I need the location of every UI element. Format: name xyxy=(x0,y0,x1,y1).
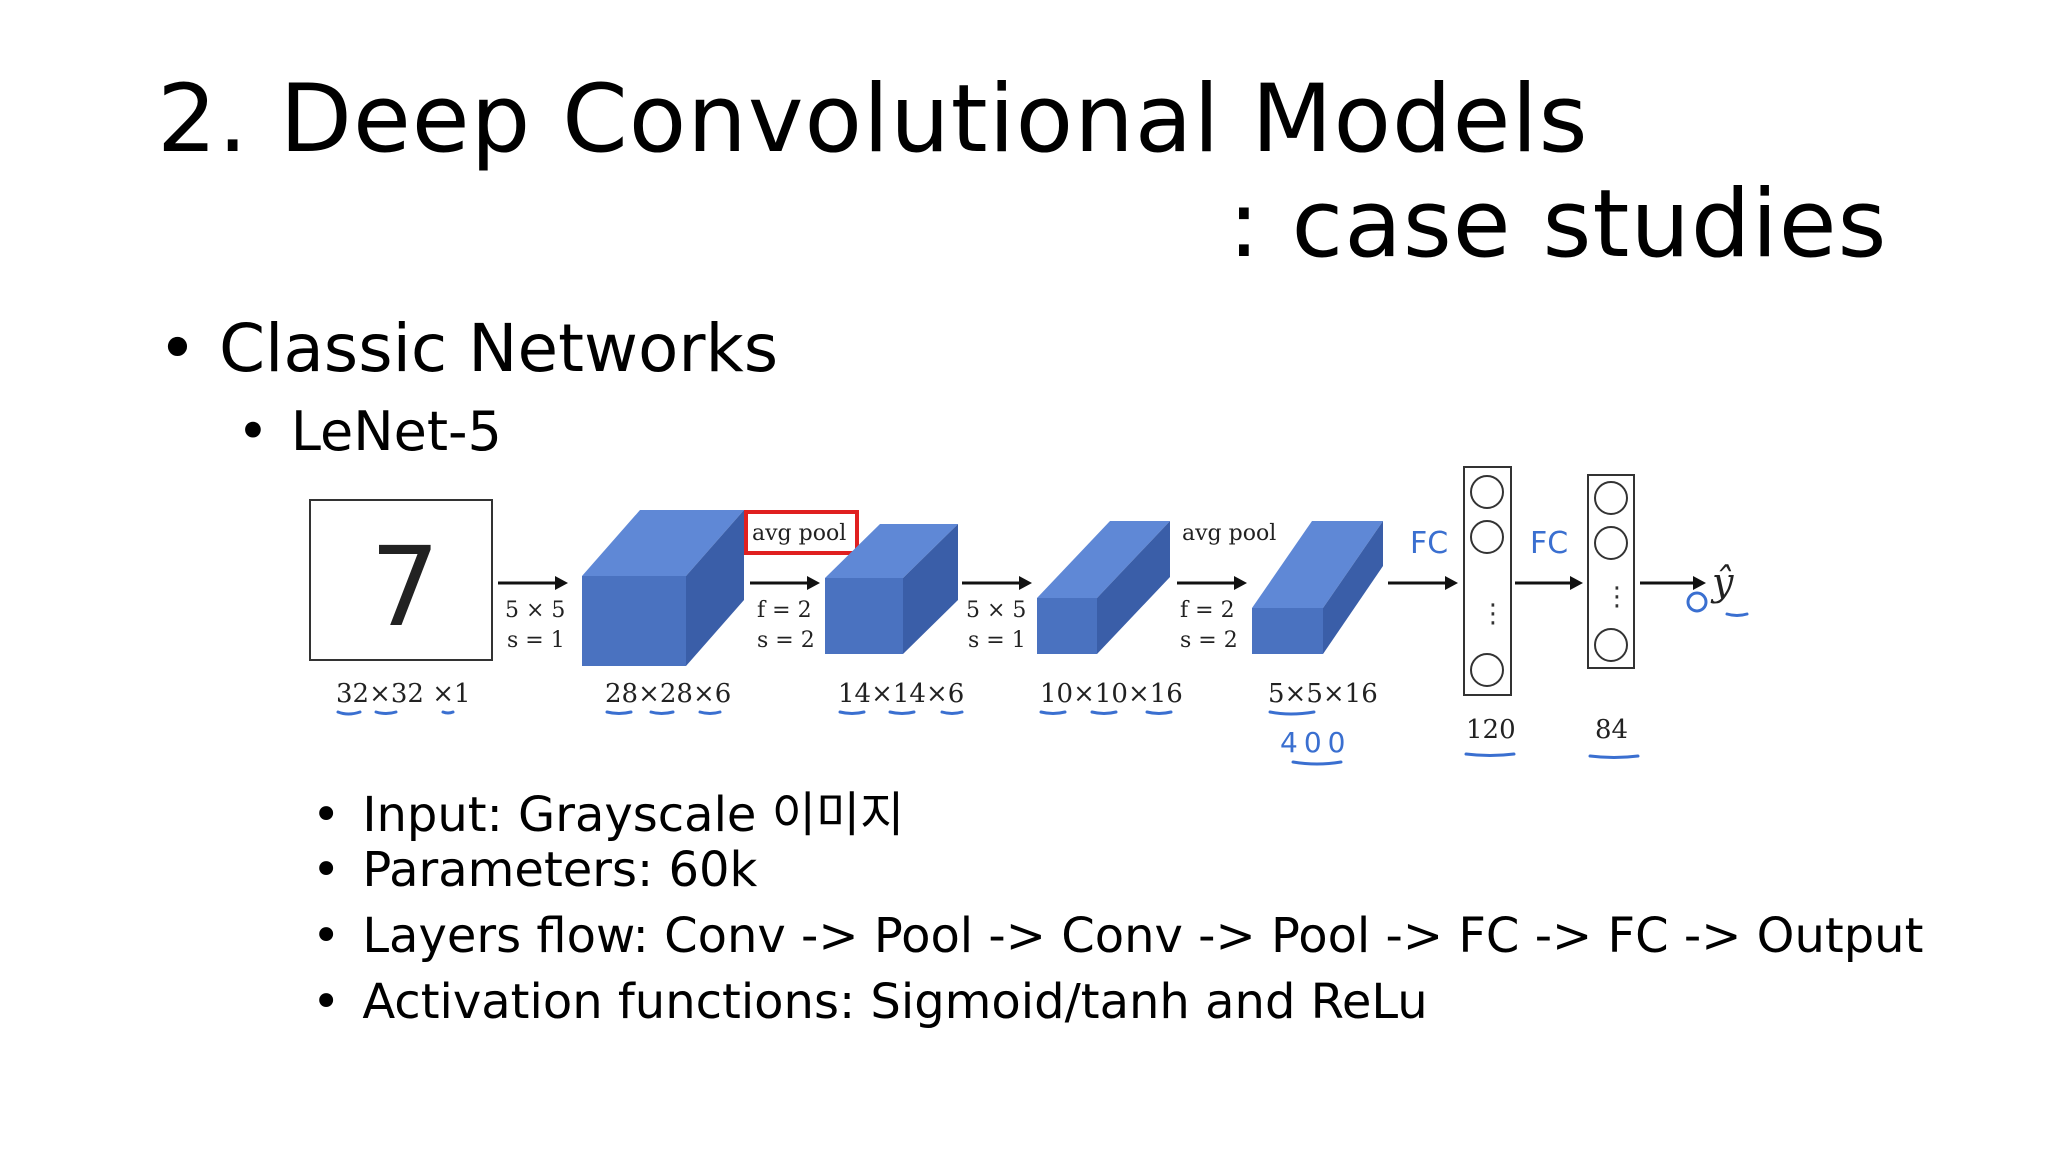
conv2-dim-label: 10×10×16 xyxy=(1040,679,1183,709)
arrow-head-icon xyxy=(1234,576,1247,590)
detail-layers-flow-text: Layers flow: Conv -> Pool -> Conv -> Poo… xyxy=(362,908,1924,964)
conv1-stride-label: s = 1 xyxy=(507,628,565,653)
conv2-volume-top xyxy=(1037,521,1170,598)
input-image-frame xyxy=(309,499,493,661)
fc2-size-label: 84 xyxy=(1595,715,1628,745)
fc1-neuron xyxy=(1470,653,1504,687)
arrow-head-icon xyxy=(1445,576,1458,590)
bullet-dot-icon: • xyxy=(158,310,197,387)
pool1-label: avg pool xyxy=(752,521,846,546)
output-yhat: ŷ xyxy=(1710,560,1734,604)
conv2-stride-label: s = 1 xyxy=(968,628,1026,653)
fc1-vdots-icon: ⋮ xyxy=(1480,599,1506,629)
pool1-volume-front xyxy=(825,578,903,654)
fc1-size-label: 120 xyxy=(1466,715,1516,745)
conv1-volume-top xyxy=(582,510,744,576)
avg-pool-highlight-box xyxy=(744,510,859,555)
bullet-dot-icon: • xyxy=(237,400,269,463)
pool2-volume-top xyxy=(1252,521,1383,608)
underline-mark xyxy=(649,710,675,715)
bullet-dot-icon: • xyxy=(312,787,341,843)
fc2-vdots-icon: ⋮ xyxy=(1604,582,1630,612)
pool2-volume-side xyxy=(1323,521,1383,654)
bullet-dot-icon: • xyxy=(312,842,341,898)
detail-layers-flow: • Layers flow: Conv -> Pool -> Conv -> Po… xyxy=(312,908,1923,964)
bullet-classic-networks-text: Classic Networks xyxy=(218,310,779,387)
underline-mark xyxy=(1268,710,1316,716)
pool2-label: avg pool xyxy=(1182,521,1276,546)
fc2-neuron xyxy=(1594,628,1628,662)
conv2-volume-side xyxy=(1097,521,1170,654)
detail-activation: • Activation functions: Sigmoid/tanh and … xyxy=(312,974,1428,1030)
bullet-classic-networks: • Classic Networks xyxy=(158,310,778,387)
conv2-volume-front xyxy=(1037,598,1097,654)
bullet-dot-icon: • xyxy=(312,908,341,964)
detail-parameters-text: Parameters: 60k xyxy=(362,842,758,898)
pool2-stride-label: s = 2 xyxy=(1180,628,1238,653)
fc1-neuron xyxy=(1470,475,1504,509)
bullet-lenet5: • LeNet-5 xyxy=(237,400,502,463)
conv1-volume-front xyxy=(582,576,686,666)
underline-mark xyxy=(940,710,964,715)
underline-mark xyxy=(1464,752,1516,757)
pool1-volume-top xyxy=(825,524,958,578)
bullet-lenet5-text: LeNet-5 xyxy=(290,400,502,463)
fc1-neuron xyxy=(1470,520,1504,554)
fc2-neuron xyxy=(1594,481,1628,515)
pool1-stride-label: s = 2 xyxy=(757,628,815,653)
underline-mark xyxy=(1145,710,1173,715)
pool2-volume-front xyxy=(1252,608,1323,654)
underline-mark xyxy=(1291,760,1343,766)
pool2-filter-label: f = 2 xyxy=(1180,598,1235,623)
underline-mark xyxy=(838,710,866,715)
conv1-volume-side xyxy=(686,510,744,666)
softmax-handwritten-mark xyxy=(1686,591,1708,613)
pool1-dim-label: 14×14×6 xyxy=(838,679,964,709)
input-dim-label: 32×32 ×1 xyxy=(336,679,471,709)
pool2-dim-label: 5×5×16 xyxy=(1268,679,1378,709)
arrow-head-icon xyxy=(555,576,568,590)
underline-mark xyxy=(605,710,633,715)
flatten-size-note: 400 xyxy=(1280,726,1351,759)
underline-mark xyxy=(1725,612,1749,617)
fc2-neuron xyxy=(1594,526,1628,560)
detail-input-text: Input: Grayscale 이미지 xyxy=(362,787,905,843)
input-digit: 7 xyxy=(370,523,440,651)
underline-mark xyxy=(1588,754,1640,759)
underline-mark xyxy=(336,710,362,716)
conv1-dim-label: 28×28×6 xyxy=(605,679,731,709)
pool1-volume-side xyxy=(903,524,958,654)
underline-mark xyxy=(888,710,916,715)
underline-mark xyxy=(374,710,398,715)
arrow-head-icon xyxy=(807,576,820,590)
underline-mark xyxy=(1039,710,1067,715)
arrow-head-icon xyxy=(1019,576,1032,590)
slide-title-line1: 2. Deep Convolutional Models xyxy=(157,65,1589,174)
underline-mark xyxy=(1090,710,1118,715)
slide-title-line2: : case studies xyxy=(1228,170,1888,279)
handwritten-underlines xyxy=(336,612,1749,766)
arrow-head-icon xyxy=(1570,576,1583,590)
detail-activation-text: Activation functions: Sigmoid/tanh and R… xyxy=(362,974,1428,1030)
detail-input: • Input: Grayscale 이미지 xyxy=(312,775,904,845)
bullet-dot-icon: • xyxy=(312,974,341,1030)
arrow-head-icon xyxy=(1693,576,1706,590)
pool1-filter-label: f = 2 xyxy=(757,598,812,623)
conv2-filter-label: 5 × 5 xyxy=(966,598,1026,623)
fc1-label: FC xyxy=(1410,526,1448,561)
conv1-filter-label: 5 × 5 xyxy=(505,598,565,623)
fc2-label: FC xyxy=(1530,526,1568,561)
underline-mark xyxy=(698,710,722,715)
underline-mark xyxy=(441,710,455,715)
detail-parameters: • Parameters: 60k xyxy=(312,842,757,898)
